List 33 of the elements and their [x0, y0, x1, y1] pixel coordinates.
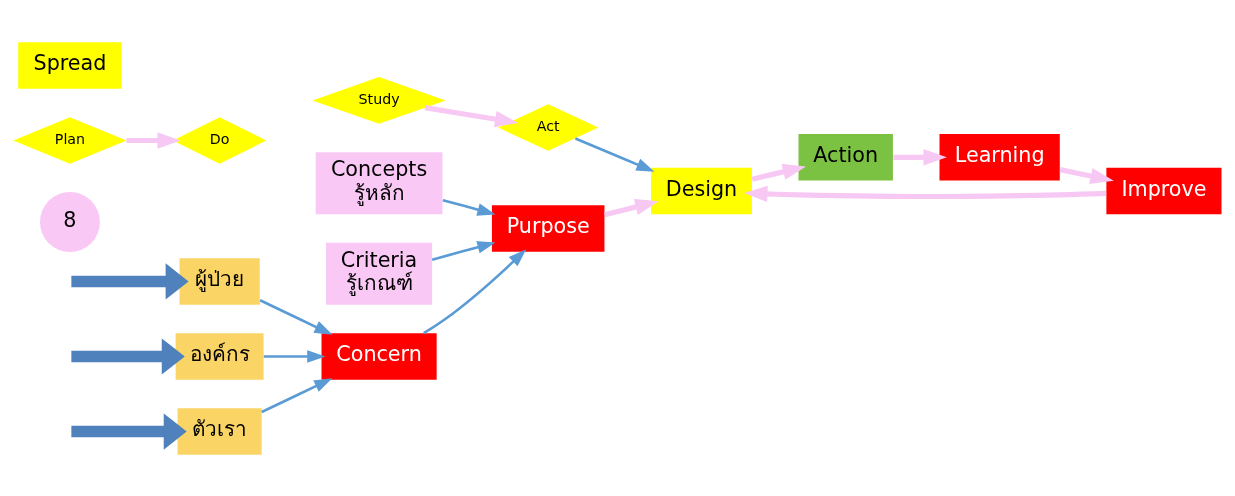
arrow — [1059, 166, 1114, 184]
node-box: Spread — [18, 41, 122, 89]
node-box: Concepts รู้หลัก — [315, 151, 443, 214]
arrow — [574, 136, 655, 172]
arrow — [126, 131, 181, 149]
arrow — [71, 262, 189, 300]
node-box: Learning — [939, 133, 1060, 181]
arrow — [893, 148, 947, 165]
arrow — [71, 337, 185, 375]
arrow — [424, 104, 519, 127]
node-diamond: Act — [498, 103, 599, 151]
arrow — [744, 185, 1107, 202]
arrow — [263, 349, 326, 363]
node-box: Purpose — [491, 204, 605, 252]
node-box: Concern — [321, 332, 437, 380]
node-box: Improve — [1106, 167, 1222, 214]
arrow — [431, 240, 496, 261]
node-diamond: Plan — [13, 116, 127, 164]
node-box: Action — [798, 133, 893, 181]
node-diamond: Study — [312, 76, 446, 124]
arrow — [751, 163, 807, 182]
node-box: องค์กร — [175, 332, 264, 380]
arrow — [442, 198, 496, 216]
arrow — [604, 198, 659, 217]
node-box: ผู้ป่วย — [179, 257, 260, 305]
node-box: Criteria รู้เกณฑ์ — [326, 242, 433, 305]
arrow — [259, 298, 333, 335]
arrow — [423, 248, 527, 334]
arrow — [261, 377, 333, 413]
node-box: ตัวเรา — [177, 407, 262, 455]
node-circle: 8 — [40, 191, 100, 252]
node-box: Design — [651, 167, 752, 214]
arrow — [71, 412, 187, 450]
